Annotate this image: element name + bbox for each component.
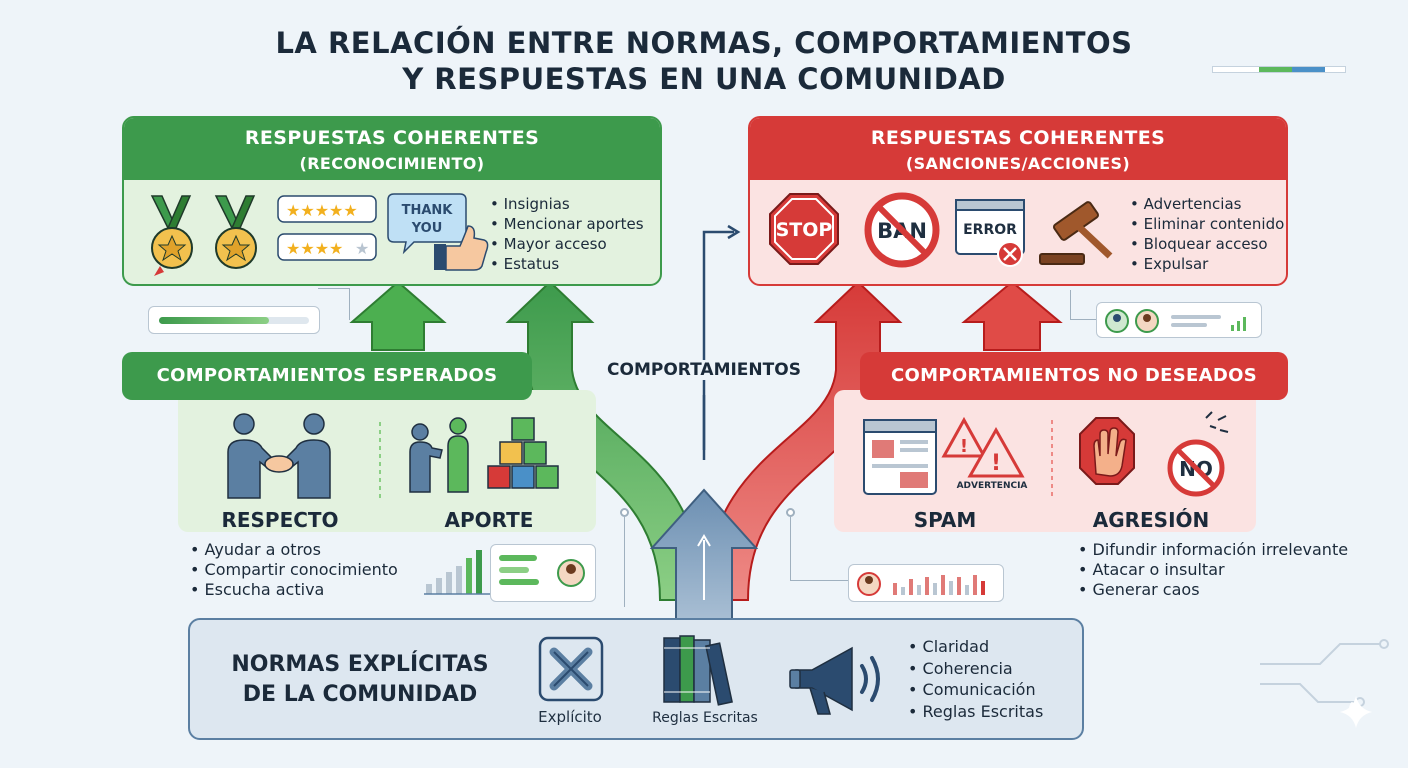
thank-you-thumbs-up-icon: THANK YOU [387,193,489,271]
avatar [499,555,585,587]
megaphone-icon [789,646,880,715]
medal-icon [214,195,257,269]
list-item: Advertencias [1130,194,1284,214]
positive-responses-box: RESPUESTAS COHERENTES (RECONOCIMIENTO) ★… [122,116,662,286]
unwanted-label-spam: SPAM [913,508,977,532]
expected-label-contribution: APORTE [444,508,534,532]
svg-text:ADVERTENCIA: ADVERTENCIA [957,481,1028,491]
norms-title-line1: NORMAS EXPLÍCITAS [231,652,489,677]
svg-text:STOP: STOP [776,219,833,241]
norms-box: NORMAS EXPLÍCITAS DE LA COMUNIDAD Explíc… [188,618,1084,740]
red-up-arrow-right [961,280,1063,351]
norms-title-line2: DE LA COMUNIDAD [242,682,478,707]
handshake-icon [227,413,331,499]
stop-sign-icon: STOP [769,193,839,265]
expected-label-respect: RESPECTO [221,508,339,532]
list-item: Estatus [490,254,644,274]
error-window-icon: ERROR [955,199,1025,267]
list-item: Mencionar aportes [490,214,644,234]
positive-responses-subtitle: (RECONOCIMIENTO) [299,154,485,173]
connector-line [318,288,350,320]
svg-text:★: ★ [355,239,369,258]
expected-icons [227,413,559,502]
explicit-x-icon [538,636,604,702]
negative-responses-title: RESPUESTAS COHERENTES [870,127,1166,149]
list-item: Insignias [490,194,644,214]
svg-text:★★★★★: ★★★★★ [286,201,358,220]
sanction-icons: STOP BAN ERROR [769,192,1113,268]
list-item: Claridad [908,636,1043,658]
circuit-decor [1260,639,1389,728]
svg-text:!: ! [991,451,1001,476]
medal-icon [150,195,193,276]
connector-line [790,517,848,581]
activity-widget [490,544,596,602]
bar-chart-decor [424,550,492,595]
svg-text:YOU: YOU [411,221,443,236]
ban-icon: BAN [864,192,940,268]
collaboration-blocks-icon [409,417,559,493]
list-item: Mayor acceso [490,234,644,254]
list-item: Ayudar a otros [190,540,398,560]
svg-text:!: ! [960,436,968,457]
green-curved-arrow [505,280,706,601]
explicit-label: Explícito [538,708,602,726]
positive-responses-list: Insignias Mencionar aportes Mayor acceso… [490,194,644,274]
negative-responses-list: Advertencias Eliminar contenido Bloquear… [1130,194,1285,274]
unwanted-behaviours-title: COMPORTAMIENTOS NO DESEADOS [860,352,1288,400]
star-rating-icon: ★★★★★ ★★★★ ★ [277,195,377,261]
connector-dot [620,508,629,517]
page-title-line1: LA RELACIÓN ENTRE NORMAS, COMPORTAMIENTO… [275,26,1133,60]
recognition-icons: ★★★★★ ★★★★ ★ THANK YOU [150,193,489,276]
connector-dot [786,508,795,517]
list-item: Coherencia [908,658,1043,680]
unwanted-behaviours-list: Difundir información irrelevante Atacar … [1078,540,1349,600]
warning-icon: ! ! ADVERTENCIA [941,416,1028,491]
avatar [1105,309,1246,333]
svg-text:ERROR: ERROR [963,222,1017,238]
list-item: Generar caos [1078,580,1348,600]
list-item: Comunicación [908,679,1043,701]
center-connector [702,230,734,460]
red-curved-arrow [702,280,903,601]
green-up-arrow-left [349,280,447,351]
list-item: Expulsar [1130,254,1284,274]
center-behaviours-label: COMPORTAMIENTOS [596,360,812,380]
list-item: Bloquear acceso [1130,234,1284,254]
page-title-line2: Y RESPUESTAS EN UNA COMUNIDAD [402,62,1006,96]
stop-hand-icon [1079,417,1135,485]
rules-written-label: Reglas Escritas [652,710,758,726]
list-item: Atacar o insultar [1078,560,1348,580]
unwanted-label-aggression: AGRESIÓN [1092,508,1210,532]
spam-window-icon [863,419,937,495]
expected-behaviours-title: COMPORTAMIENTOS ESPERADOS [122,352,532,400]
svg-text:THANK: THANK [402,203,454,218]
list-item: Difundir información irrelevante [1078,540,1349,560]
list-item: Eliminar contenido [1130,214,1285,234]
books-icon [663,635,733,706]
svg-text:★★★★: ★★★★ [286,239,343,258]
negative-responses-box: RESPUESTAS COHERENTES (SANCIONES/ACCIONE… [748,116,1288,286]
gavel-icon [1039,201,1113,265]
unwanted-icons: ! ! ADVERTENCIA NO [863,411,1229,500]
list-item: Escucha activa [190,580,398,600]
norms-list: Claridad Coherencia Comunicación Reglas … [908,636,1044,723]
positive-responses-title: RESPUESTAS COHERENTES [244,127,540,149]
connector-line [1070,290,1096,320]
reports-widget [848,564,1004,602]
users-widget [1096,302,1262,338]
no-sign-icon: NO [1167,411,1229,497]
negative-responses-subtitle: (SANCIONES/ACCIONES) [905,154,1131,173]
avatar [857,572,985,596]
title-decor-bar [1212,66,1346,73]
expected-behaviours-list: Ayudar a otros Compartir conocimiento Es… [190,540,398,600]
progress-widget [148,306,320,334]
list-item: Reglas Escritas [908,701,1044,723]
list-item: Compartir conocimiento [190,560,398,580]
connector-line [624,517,625,607]
